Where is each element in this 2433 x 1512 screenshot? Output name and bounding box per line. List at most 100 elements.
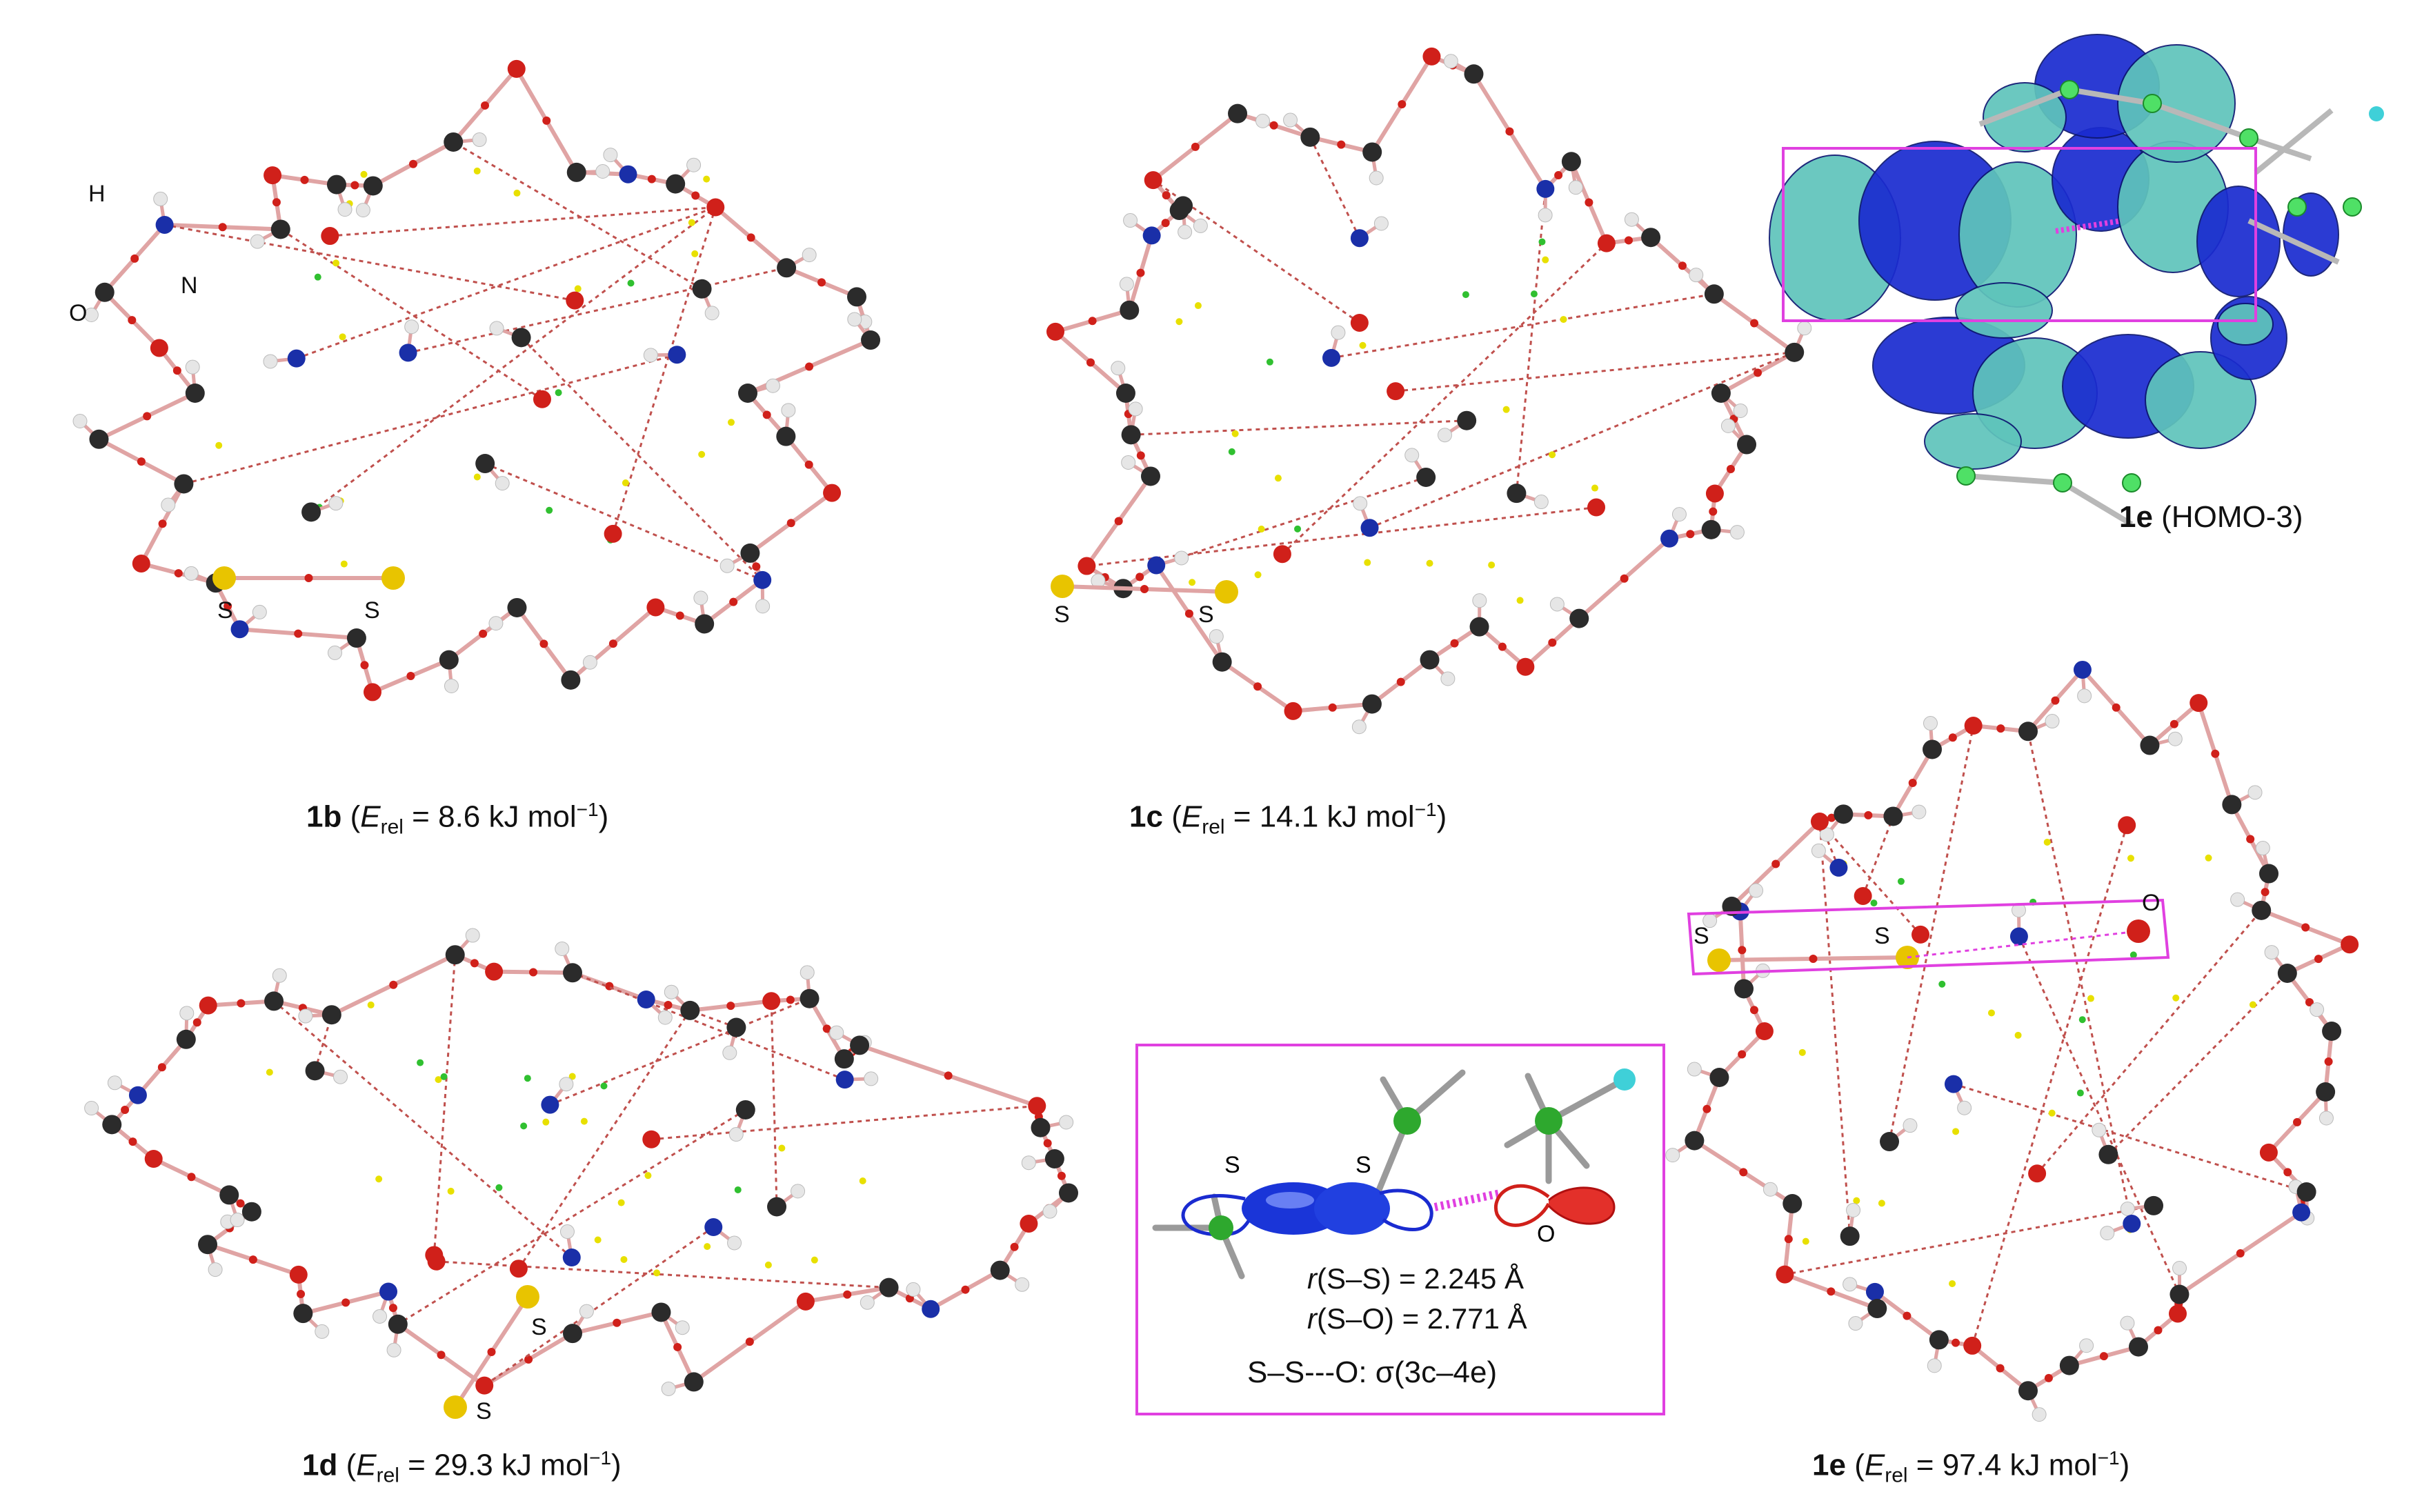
bond-critical-point <box>944 1071 953 1080</box>
bond-critical-point <box>2305 997 2314 1006</box>
hydrogen-bond <box>279 228 543 401</box>
bond-critical-point <box>752 562 761 571</box>
carbon-atom <box>1880 1132 1900 1152</box>
orbital-highlight-box <box>1782 147 2257 322</box>
carbon-atom <box>2343 197 2362 217</box>
oxygen-atom <box>823 484 842 502</box>
hydrogen-atom <box>315 1324 330 1339</box>
cage-critical-point <box>1538 238 1546 246</box>
ring-critical-point <box>574 285 582 292</box>
bond-critical-point <box>804 460 813 469</box>
bond-critical-point <box>172 366 181 375</box>
bond-critical-point <box>1827 813 1836 822</box>
hydrogen-atom <box>386 1342 401 1357</box>
s-s-o-highlight-box <box>1687 898 2170 976</box>
bond-critical-point <box>1140 585 1149 593</box>
ring-critical-point <box>2172 994 2180 1002</box>
hydrogen-bond <box>1155 476 1427 566</box>
bond-critical-point <box>1136 451 1145 460</box>
bond-critical-point <box>1996 724 2005 733</box>
carbon-atom <box>1416 467 1436 487</box>
hydrogen-atom <box>559 1077 574 1092</box>
hydrogen-bond <box>1785 1204 2154 1276</box>
ring-critical-point <box>1359 341 1367 349</box>
bond-critical-point <box>2211 749 2220 758</box>
oxygen-atom <box>1963 1336 1982 1355</box>
bond-critical-point <box>729 597 738 606</box>
hydrogen-bond <box>572 971 846 1081</box>
hydrogen-atom <box>1729 525 1745 540</box>
carbon-atom <box>2098 1144 2118 1164</box>
carbon-atom <box>1507 484 1527 504</box>
hydrogen-atom <box>1819 827 1834 842</box>
ring-critical-point <box>1502 406 1510 413</box>
hydrogen-atom <box>722 1045 737 1060</box>
hydrogen-atom <box>2120 1201 2135 1216</box>
orbital-stick <box>2254 108 2334 175</box>
hydrogen-atom <box>107 1075 122 1091</box>
oxygen-atom <box>1810 813 1829 831</box>
nitrogen-atom <box>1660 529 1679 548</box>
hydrogen-atom <box>355 203 370 218</box>
atom-label-s-1e-right: S <box>1874 923 1890 949</box>
ring-critical-point <box>2127 855 2134 862</box>
oxygen-atom <box>2118 816 2136 835</box>
hydrogen-atom <box>1283 112 1298 128</box>
ring-critical-point <box>1194 302 1202 310</box>
atom-label-s-1c-right: S <box>1198 601 1214 628</box>
hydrogen-atom <box>1255 113 1270 128</box>
oxygen-atom <box>144 1150 163 1168</box>
molecule-1d <box>84 928 1079 1419</box>
oxygen-atom <box>1350 313 1369 332</box>
ring-critical-point <box>1516 597 1524 604</box>
s-o-dashed-interaction <box>1433 1189 1502 1211</box>
bond-critical-point <box>1678 261 1687 270</box>
carbon-atom <box>879 1277 899 1297</box>
inset-s-label-left: S <box>1224 1152 1240 1178</box>
ring-critical-point <box>2048 1109 2056 1117</box>
inset-s-label-right: S <box>1355 1152 1371 1178</box>
oxygen-atom <box>2168 1304 2187 1323</box>
ring-critical-point <box>435 1076 442 1084</box>
cage-critical-point <box>1897 877 1905 885</box>
nitrogen-atom <box>922 1300 940 1318</box>
carbon-atom <box>726 1017 746 1037</box>
hydrogen-atom <box>328 496 344 511</box>
bond-critical-point <box>2246 835 2255 844</box>
carbon-atom <box>507 597 527 617</box>
hydrogen-atom <box>1733 403 1748 418</box>
ring-critical-point <box>1549 451 1556 459</box>
carbon-atom <box>2252 900 2272 920</box>
ring-critical-point <box>447 1187 455 1195</box>
hydrogen-atom <box>161 497 176 513</box>
carbon-atom <box>1785 342 1805 362</box>
hydrogen-atom <box>579 1304 594 1319</box>
carbon-atom <box>1115 384 1135 403</box>
nitrogen-atom <box>562 1249 581 1267</box>
hydrogen-atom <box>1351 719 1367 735</box>
hydrogen-bond <box>484 462 763 581</box>
bond-critical-point <box>1554 171 1563 180</box>
nitrogen-atom <box>399 344 417 362</box>
hydrogen-atom <box>1749 883 1764 898</box>
ring-critical-point <box>513 189 521 197</box>
carbon-atom <box>777 258 797 278</box>
bond-critical-point <box>1328 703 1337 712</box>
oxygen-atom <box>1911 925 1930 944</box>
hydrogen-atom <box>1123 213 1138 228</box>
hydrogen-atom <box>1059 1115 1074 1130</box>
carbon-atom <box>1031 1117 1051 1137</box>
cage-critical-point <box>1266 358 1273 366</box>
orbital-lobe <box>2145 351 2256 449</box>
hydrogen-atom <box>444 678 459 693</box>
orbital-s-o-interaction <box>2055 218 2122 234</box>
sulfur-atom <box>381 566 405 590</box>
bond-critical-point <box>1771 859 1780 868</box>
hydrogen-atom <box>1811 843 1826 858</box>
oxygen-atom <box>264 166 282 185</box>
bond-critical-point <box>1948 733 1957 742</box>
cage-critical-point <box>440 1073 448 1080</box>
oxygen-atom <box>1755 1022 1774 1040</box>
hydrogen-atom <box>829 1025 844 1040</box>
